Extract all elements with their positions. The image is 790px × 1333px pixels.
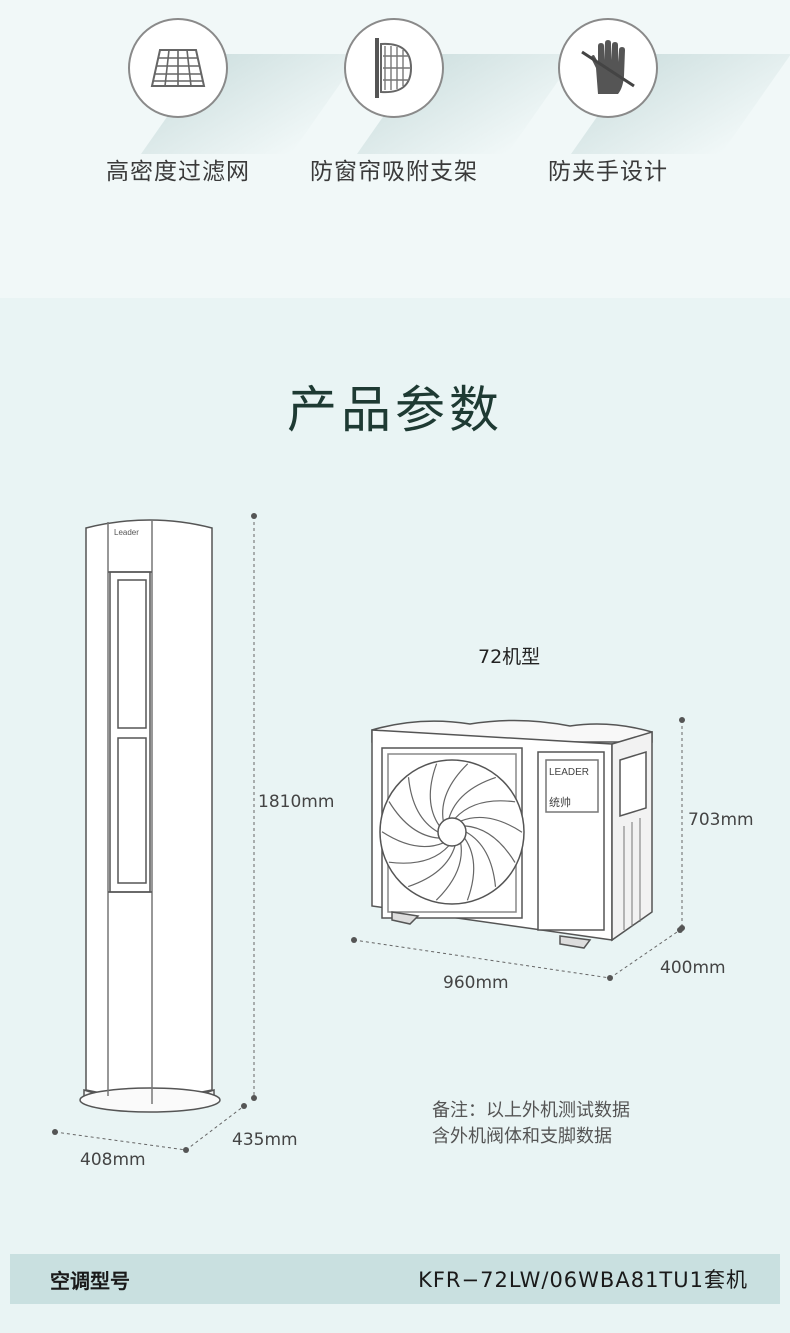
feature-curtain-bracket: 防窗帘吸附支架 — [294, 18, 578, 186]
spec-value: KFR−72LW/06WBA81TU1套机 — [418, 1268, 748, 1292]
outdoor-height-label: 703mm — [688, 810, 754, 830]
outdoor-width-label: 960mm — [443, 973, 509, 993]
outdoor-model-label: 72机型 — [478, 646, 541, 668]
note: 备注：以上外机测试数据 含外机阀体和支脚数据 — [432, 1098, 630, 1150]
indoor-dimension-lines — [54, 516, 255, 1151]
note-line-1: 备注：以上外机测试数据 — [432, 1100, 630, 1121]
indoor-unit-drawing — [79, 519, 221, 1113]
note-line-2: 含外机阀体和支脚数据 — [432, 1126, 612, 1147]
indoor-width-label: 408mm — [80, 1150, 146, 1170]
spec-row: 空调型号 KFR−72LW/06WBA81TU1套机 — [10, 1254, 780, 1304]
feature-label: 防夹手设计 — [548, 159, 668, 185]
curtain-bracket-icon — [344, 18, 444, 118]
indoor-height-label: 1810mm — [258, 792, 335, 812]
spec-key: 空调型号 — [50, 1268, 130, 1293]
outdoor-depth-label: 400mm — [660, 958, 726, 978]
indoor-depth-label: 435mm — [232, 1130, 298, 1150]
filter-grid-icon — [128, 18, 228, 118]
outdoor-dimension-lines — [353, 720, 683, 979]
indoor-brand-logo: Leader — [114, 528, 139, 537]
no-hand-icon — [558, 18, 658, 118]
feature-label: 高密度过滤网 — [106, 159, 250, 185]
outdoor-brand-cn: 统帅 — [549, 796, 571, 809]
outdoor-brand-logo: LEADER — [549, 767, 589, 778]
feature-label: 防窗帘吸附支架 — [310, 159, 478, 185]
feature-filter: 高密度过滤网 — [78, 18, 362, 186]
section-title: 产品参数 — [287, 381, 503, 439]
feature-anti-pinch: 防夹手设计 — [508, 18, 790, 186]
outdoor-fan — [379, 759, 525, 905]
